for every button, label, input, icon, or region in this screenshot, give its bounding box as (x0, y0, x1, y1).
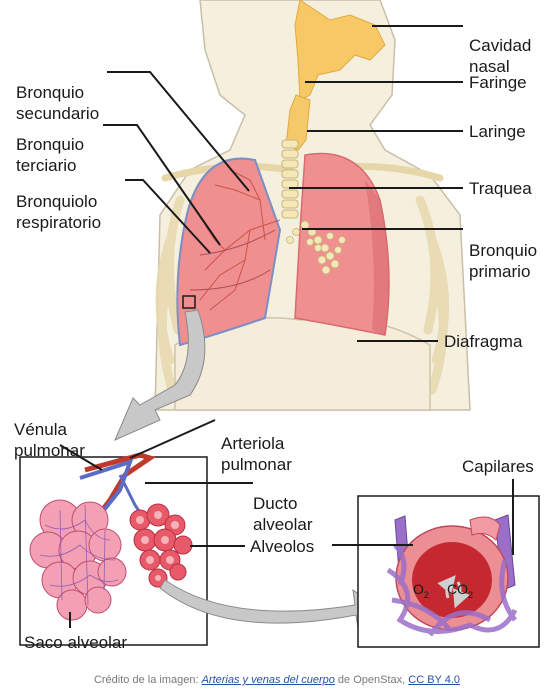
alveolar-sac-illustration (29, 452, 193, 621)
label-diafragma: Diafragma (444, 332, 523, 351)
label-o2: O2 (413, 581, 429, 600)
left-lung (286, 152, 390, 336)
upper-airway (285, 0, 386, 151)
right-lung (176, 157, 282, 347)
zoom-arrow-1 (114, 309, 206, 441)
label-capilares: Capilares (462, 457, 534, 476)
leader-bronquio-terciario (103, 124, 221, 246)
credit-link-license[interactable]: CC BY 4.0 (408, 674, 461, 686)
label-alveolos: Alveolos (250, 537, 315, 556)
label-laringe: Laringe (469, 122, 526, 141)
zoom-marker-box (182, 295, 196, 309)
leader-bronquiolo-respiratorio (125, 179, 211, 254)
trachea (281, 139, 299, 219)
leader-venula (59, 444, 103, 471)
label-traquea: Traquea (469, 179, 532, 198)
ribs (155, 195, 450, 395)
leader-arteriola (129, 419, 216, 459)
label-co2: CO2 (447, 581, 474, 600)
bronchial-tree (286, 220, 346, 275)
label-saco-alveolar: Saco alveolar (24, 633, 128, 652)
label-faringe: Faringe (469, 73, 527, 92)
leader-lines (59, 25, 514, 628)
alveolus-capillary-illustration (386, 514, 518, 637)
credit-link-arterias[interactable]: Arterias y venas del cuerpo (201, 674, 335, 686)
image-credit: Crédito de la imagen: Arterias y venas d… (93, 674, 461, 686)
leader-bronquio-secundario (107, 71, 250, 192)
